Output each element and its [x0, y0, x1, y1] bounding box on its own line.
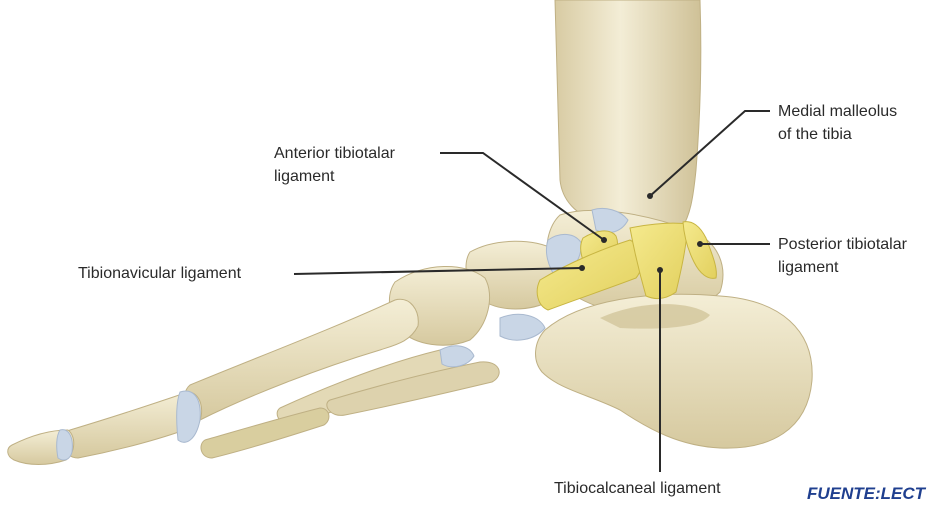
label-posterior-tibiotalar-line2: ligament	[778, 257, 838, 279]
cartilage-ip-joint	[57, 430, 73, 460]
tibia-bone	[555, 0, 701, 234]
label-medial-malleolus-line2: of the tibia	[778, 124, 852, 146]
leader-dot-tibiocalcaneal	[657, 267, 663, 273]
label-tibiocalcaneal: Tibiocalcaneal ligament	[554, 478, 721, 500]
source-caption: FUENTE:LECT	[807, 484, 925, 504]
label-anterior-tibiotalar-line1: Anterior tibiotalar	[274, 143, 395, 165]
label-posterior-tibiotalar-line1: Posterior tibiotalar	[778, 234, 907, 256]
cartilage-metatarsal-base	[440, 346, 474, 367]
label-tibionavicular: Tibionavicular ligament	[78, 263, 241, 285]
leader-dot-tibionavicular	[579, 265, 585, 271]
cartilage-cuneiform	[500, 314, 545, 340]
leader-dot-anterior-tibiotalar	[601, 237, 607, 243]
label-medial-malleolus-line1: Medial malleolus	[778, 101, 897, 123]
label-anterior-tibiotalar-line2: ligament	[274, 166, 334, 188]
lesser-toes-bone	[201, 408, 329, 458]
cartilage-mtp-joint	[177, 391, 201, 442]
leader-dot-posterior-tibiotalar	[697, 241, 703, 247]
leader-dot-medial-malleolus	[647, 193, 653, 199]
